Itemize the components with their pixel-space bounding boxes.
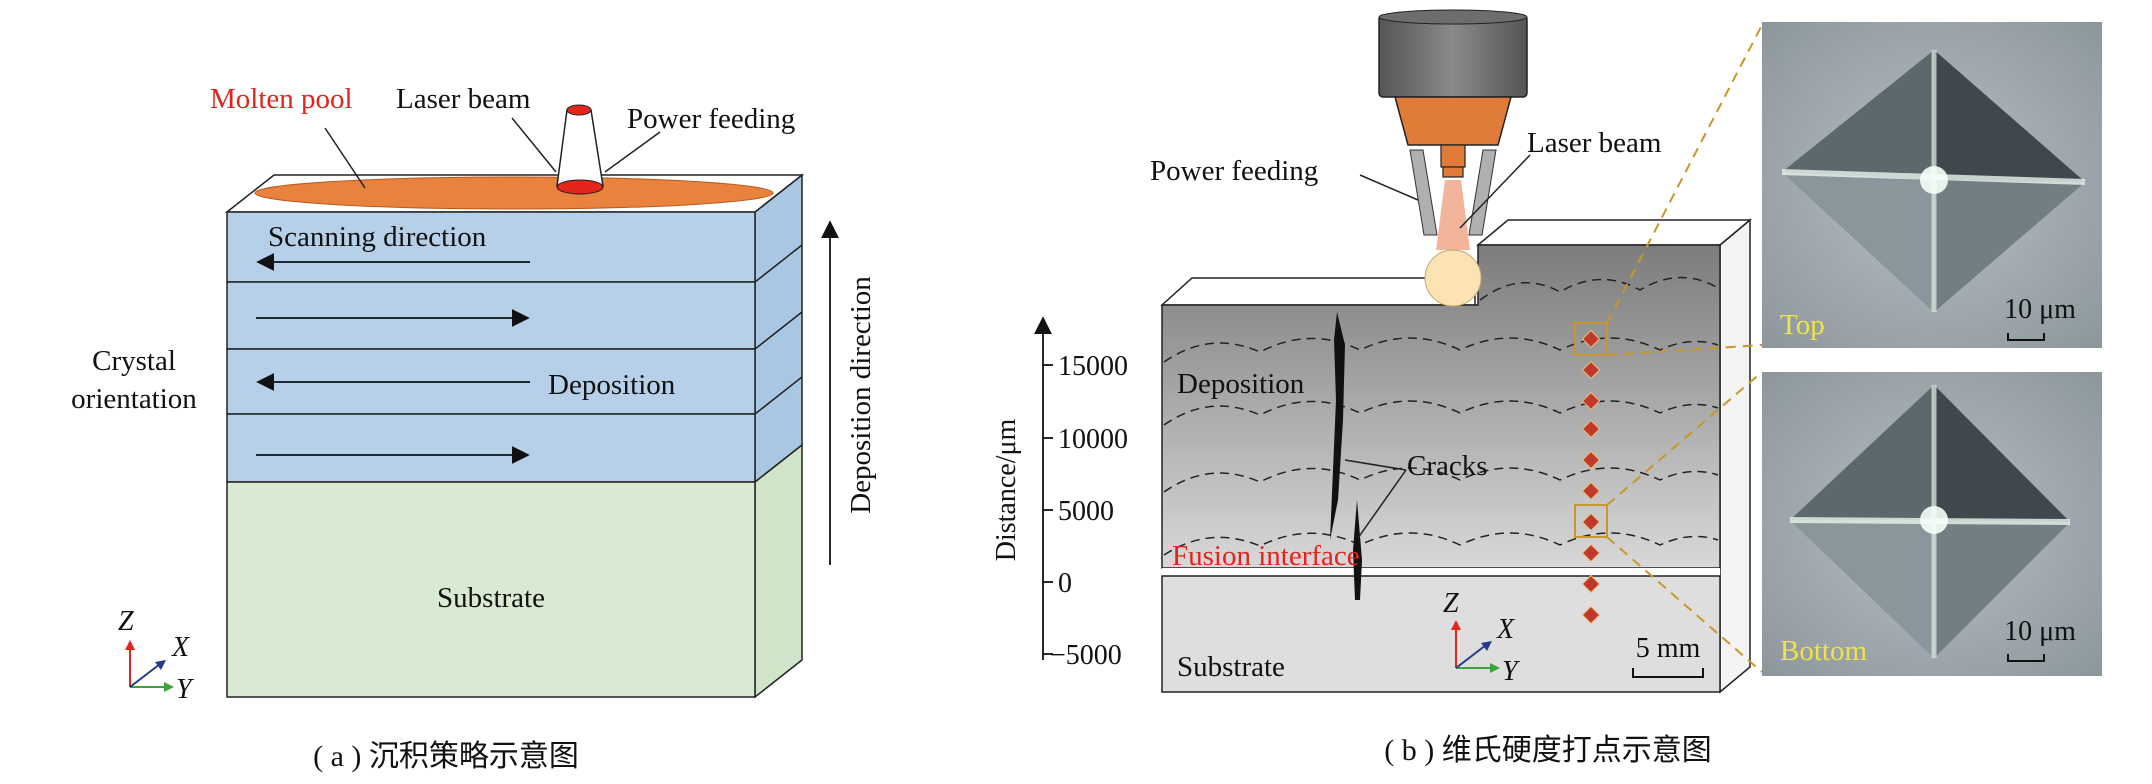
nozzle-orange (1394, 96, 1512, 146)
tick-5000: 5000 (1058, 496, 1114, 527)
axis-y-label-b: Y (1502, 656, 1521, 687)
axis-triad-a (125, 640, 174, 692)
laser-beam-b (1436, 180, 1470, 250)
melt-pool-b (1424, 249, 1482, 307)
panel-b: 5 mm 15000 10000 5000 0 −5000 Distance/μ… (991, 9, 2102, 767)
axis-x-label-a: X (171, 632, 190, 663)
micro-scale-bottom: 10 μm (2004, 616, 2076, 647)
block-side-face (1719, 218, 1751, 694)
caption-a: ( a ) 沉积策略示意图 (313, 740, 579, 773)
distance-axis-label: Distance/μm (991, 419, 1022, 562)
top-label: Top (1780, 309, 1825, 341)
bottom-label: Bottom (1780, 635, 1867, 667)
crack-short (1353, 500, 1362, 600)
micrograph-bottom: Bottom 10 μm (1762, 372, 2102, 676)
caption-b: ( b ) 维氏硬度打点示意图 (1384, 734, 1711, 767)
hardness-markers (1581, 329, 1601, 625)
axis-z-label-b: Z (1443, 588, 1459, 619)
deposit-layer-1 (226, 211, 756, 283)
fusion-interface-line (1162, 568, 1720, 576)
molten-pool (254, 176, 774, 210)
axis-z-label-a: Z (118, 606, 134, 637)
fusion-interface-label: Fusion interface (1172, 540, 1360, 572)
substrate-label-a: Substrate (437, 582, 545, 614)
scanning-direction-label: Scanning direction (268, 221, 487, 253)
tick-10000: 10000 (1058, 424, 1128, 455)
scale-bar-label: 5 mm (1636, 633, 1701, 664)
substrate-label-b: Substrate (1177, 651, 1285, 683)
deposit-layer-4 (226, 413, 756, 483)
deposition-direction-label: Deposition direction (845, 276, 877, 514)
tick-15000: 15000 (1058, 351, 1128, 382)
laser-beam-label: Laser beam (396, 83, 531, 115)
tick-neg5000: −5000 (1050, 640, 1122, 671)
deposition-label-a: Deposition (548, 369, 676, 401)
deposit-layer-2 (226, 281, 756, 350)
deposit-side-face (754, 173, 803, 484)
deposition-label-b: Deposition (1177, 368, 1305, 400)
laser-beam-label-b: Laser beam (1527, 127, 1662, 159)
substrate-side-face (754, 443, 803, 699)
axis-triad-b (1451, 620, 1500, 673)
micro-scale-top: 10 μm (2004, 294, 2076, 325)
laser-cone (556, 109, 604, 187)
micrograph-top: Top 10 μm (1762, 22, 2102, 348)
highlight-box-top (1574, 322, 1608, 356)
zoom-connectors (1606, 24, 1763, 673)
molten-pool-label: Molten pool (210, 83, 353, 115)
crystal-orientation-line2: orientation (71, 383, 197, 415)
cracks-label: Cracks (1407, 450, 1488, 482)
substrate-block (226, 481, 756, 698)
block-top-high (1475, 219, 1753, 246)
panel-a: Molten pool Laser beam Power feeding Sca… (71, 83, 877, 773)
distance-ticks (1043, 364, 1053, 655)
axis-x-label-b: X (1496, 614, 1515, 645)
crystal-orientation-line1: Crystal (92, 345, 176, 377)
scale-bar (1632, 668, 1704, 678)
layer-arcs (1163, 276, 1719, 556)
power-feeding-label-b: Power feeding (1150, 155, 1318, 187)
highlight-box-bottom (1574, 504, 1608, 538)
substrate-region-b (1161, 575, 1721, 693)
nozzle-housing (1378, 14, 1528, 98)
axis-y-label-a: Y (176, 674, 195, 705)
crack-long (1330, 312, 1345, 540)
power-feeding-label: Power feeding (627, 103, 795, 135)
tick-0: 0 (1058, 568, 1072, 599)
